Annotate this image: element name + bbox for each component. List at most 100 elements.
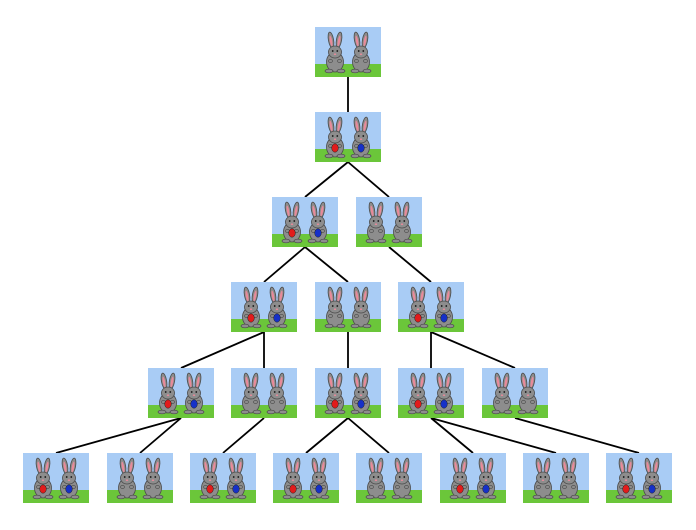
tree-node-g4-1: [231, 368, 297, 418]
tree-node-g1-0: [315, 112, 381, 162]
red-egg: [414, 399, 422, 409]
tree-edge-6: [180, 331, 265, 369]
tree-edge-3: [263, 246, 306, 283]
tree-node-g5-2: [190, 453, 256, 503]
rabbit-right: [350, 116, 372, 159]
tree-node-g5-3: [273, 453, 339, 503]
blue-egg: [315, 484, 323, 494]
rabbit-left: [199, 457, 221, 500]
red-egg: [414, 313, 422, 323]
red-egg: [289, 484, 297, 494]
rabbit-left: [157, 372, 179, 415]
tree-edge-16: [430, 417, 474, 454]
rabbit-left: [491, 372, 513, 415]
tree-node-g4-4: [482, 368, 548, 418]
rabbit-left: [324, 372, 346, 415]
rabbit-right: [641, 457, 663, 500]
red-egg: [456, 484, 464, 494]
tree-edge-10: [430, 331, 516, 369]
blue-egg: [482, 484, 490, 494]
rabbit-right: [475, 457, 497, 500]
rabbit-right: [266, 372, 288, 415]
rabbit-right: [225, 457, 247, 500]
red-egg: [164, 399, 172, 409]
red-egg: [622, 484, 630, 494]
rabbit-left: [365, 201, 387, 244]
tree-edge-18: [514, 417, 640, 454]
blue-egg: [357, 399, 365, 409]
blue-egg: [440, 313, 448, 323]
tree-node-g2-1: [356, 197, 422, 247]
rabbit-right: [350, 31, 372, 74]
tree-edge-5: [388, 246, 432, 283]
blue-egg: [648, 484, 656, 494]
red-egg: [39, 484, 47, 494]
tree-node-g5-4: [356, 453, 422, 503]
blue-egg: [273, 313, 281, 323]
tree-node-g3-2: [398, 282, 464, 332]
red-egg: [206, 484, 214, 494]
tree-node-g5-0: [23, 453, 89, 503]
rabbit-left: [324, 116, 346, 159]
rabbit-left: [240, 286, 262, 329]
rabbit-right: [558, 457, 580, 500]
rabbit-right: [433, 372, 455, 415]
tree-node-g5-5: [440, 453, 506, 503]
rabbit-left: [365, 457, 387, 500]
tree-edges: [55, 77, 640, 454]
tree-edge-12: [139, 417, 182, 454]
rabbit-left: [407, 372, 429, 415]
tree-edge-15: [347, 417, 390, 454]
red-egg: [331, 143, 339, 153]
red-egg: [247, 313, 255, 323]
rabbit-right: [517, 372, 539, 415]
rabbit-right: [391, 457, 413, 500]
rabbit-left: [324, 31, 346, 74]
tree-node-g4-0: [148, 368, 214, 418]
blue-egg: [190, 399, 198, 409]
tree-node-g4-2: [315, 368, 381, 418]
red-egg: [331, 399, 339, 409]
tree-node-g3-0: [231, 282, 297, 332]
blue-egg: [357, 143, 365, 153]
tree-edge-1: [304, 161, 349, 198]
tree-node-g3-1: [315, 282, 381, 332]
tree-edge-14: [305, 417, 349, 454]
rabbit-right: [307, 201, 329, 244]
tree-nodes: [23, 27, 672, 503]
tree-node-g5-7: [606, 453, 672, 503]
rabbit-left: [281, 201, 303, 244]
blue-egg: [440, 399, 448, 409]
tree-edge-4: [304, 246, 349, 283]
rabbit-right: [308, 457, 330, 500]
rabbit-right: [58, 457, 80, 500]
rabbit-right: [350, 372, 372, 415]
tree-node-g2-0: [272, 197, 338, 247]
rabbit-left: [407, 286, 429, 329]
rabbit-right: [142, 457, 164, 500]
rabbit-left: [282, 457, 304, 500]
rabbit-right: [183, 372, 205, 415]
tree-edge-2: [347, 161, 390, 198]
tree-node-g0-0: [315, 27, 381, 77]
tree-edge-17: [430, 417, 557, 454]
rabbit-left: [240, 372, 262, 415]
rabbit-left: [532, 457, 554, 500]
rabbit-right: [350, 286, 372, 329]
blue-egg: [65, 484, 73, 494]
tree-edge-13: [222, 417, 265, 454]
red-egg: [288, 228, 296, 238]
rabbit-left: [32, 457, 54, 500]
rabbit-right: [391, 201, 413, 244]
rabbit-right: [266, 286, 288, 329]
blue-egg: [314, 228, 322, 238]
tree-node-g5-1: [107, 453, 173, 503]
rabbit-left: [116, 457, 138, 500]
rabbit-left: [615, 457, 637, 500]
rabbit-left: [324, 286, 346, 329]
tree-edge-11: [55, 417, 182, 454]
rabbit-right: [433, 286, 455, 329]
rabbit-left: [449, 457, 471, 500]
blue-egg: [232, 484, 240, 494]
